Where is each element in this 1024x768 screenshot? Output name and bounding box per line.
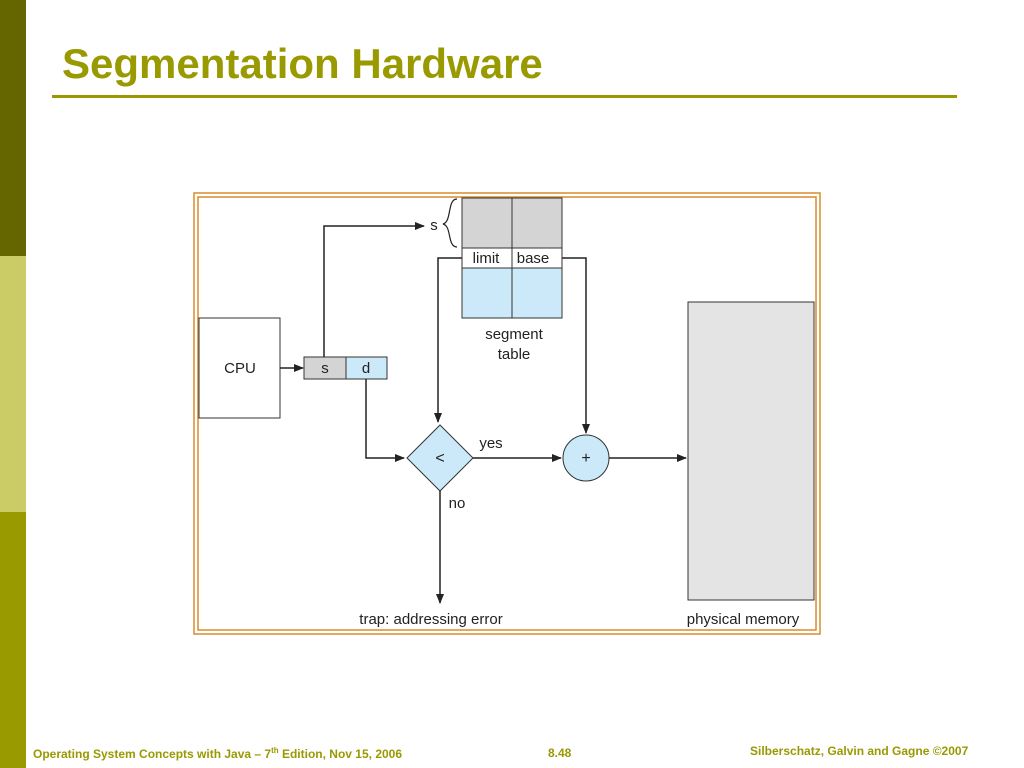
base-to-adder-arrow [562,257,590,434]
adder-symbol: + [581,450,590,467]
footer-slide-number: 8.48 [548,746,572,760]
footer-copyright: Silberschatz, Galvin and Gagne ©2007 [750,744,969,758]
physical-memory-label: physical memory [687,611,800,628]
sidebar-accent-top [0,0,26,256]
sidebar-accent-bottom [0,512,26,768]
diagram-frame-outer [193,192,821,635]
trap-label: trap: addressing error [359,611,502,628]
footer-book-title-pre: Operating System Concepts with Java – 7 [33,747,272,761]
segment-table-label-line1: segment [485,326,543,343]
footer-book-title: Operating System Concepts with Java – 7t… [33,746,402,761]
address-s-label: s [321,360,329,377]
physical-memory-box [687,301,815,601]
table-row-selected-base [511,197,563,249]
table-rows-base [511,267,563,319]
segment-index-label: s [430,217,438,234]
segment-table-label-line2: table [498,346,531,363]
address-d-label: d [362,360,370,377]
footer-book-title-post: Edition, Nov 15, 2006 [278,747,403,761]
footer-book-title-sup: th [271,746,279,755]
table-row-selected-limit [461,197,513,249]
limit-column-label: limit [473,250,500,267]
limit-to-compare-arrow [434,257,462,423]
offset-to-compare-arrow [365,379,405,462]
base-column-label: base [517,250,550,267]
sidebar-accent-middle [0,256,26,512]
table-rows-limit [461,267,513,319]
segment-index-arrow [323,222,425,357]
title-underline [52,95,957,98]
slide-title: Segmentation Hardware [62,40,543,87]
segment-index-brace [442,198,458,248]
no-label: no [449,495,466,512]
compare-symbol: < [435,450,444,467]
yes-label: yes [479,435,502,452]
cpu-box [198,317,281,419]
cpu-label: CPU [224,360,256,377]
